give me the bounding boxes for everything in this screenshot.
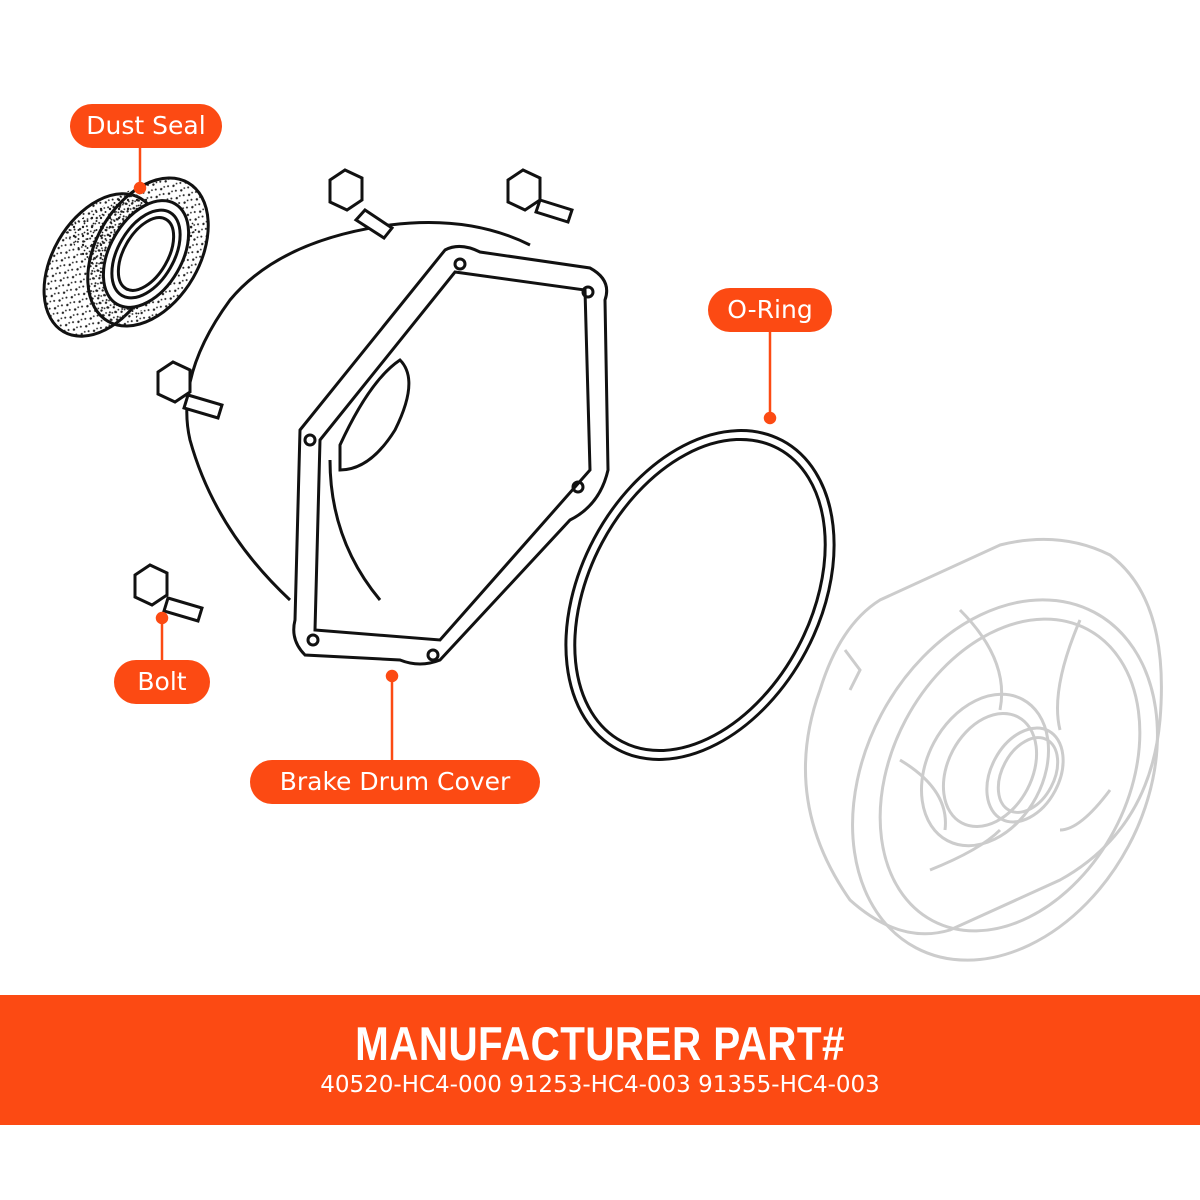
leader-lines <box>133 146 777 760</box>
parts-diagram <box>42 146 1163 962</box>
o-ring-label: O-Ring <box>708 288 832 332</box>
brake-drum-cover-part <box>185 221 610 666</box>
dust-seal-part <box>42 176 210 338</box>
brake-drum-cover-label: Brake Drum Cover <box>250 760 540 804</box>
bolt-top-center <box>328 168 395 240</box>
bolt-left <box>156 360 224 420</box>
dust-seal-label: Dust Seal <box>70 104 222 148</box>
footer-banner <box>0 995 1200 1125</box>
brake-drum-ghost <box>803 537 1163 962</box>
o-ring-part <box>564 429 836 761</box>
bolt-bottom-left <box>133 563 204 623</box>
footer-part-numbers: 40520-HC4-000 91253-HC4-003 91355-HC4-00… <box>320 1072 880 1098</box>
bolt-label: Bolt <box>114 660 210 704</box>
footer-title: MANUFACTURER PART# <box>355 1017 845 1070</box>
bolt-top-right <box>506 168 574 224</box>
